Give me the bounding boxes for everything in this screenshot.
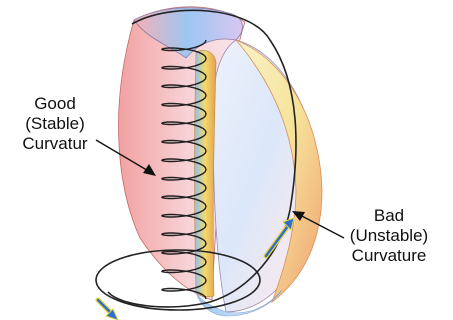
- bad-label-line3: Curvature: [330, 246, 448, 266]
- good-label-line1: Good: [8, 94, 102, 114]
- good-label-line2: (Stable): [8, 114, 102, 134]
- bad-label-line1: Bad: [330, 206, 448, 226]
- bad-label-line2: (Unstable): [330, 226, 448, 246]
- field-direction-arrow-bottom: [98, 300, 118, 320]
- good-curvature-label: Good (Stable) Curvatur: [8, 94, 102, 154]
- good-label-line3: Curvatur: [8, 134, 102, 154]
- bad-curvature-label: Bad (Unstable) Curvature: [330, 206, 448, 266]
